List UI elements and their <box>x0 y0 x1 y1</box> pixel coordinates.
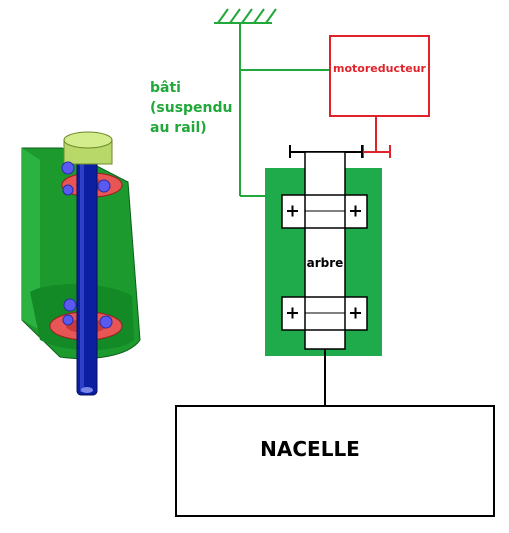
motor-coupling <box>362 116 391 158</box>
hatch-4 <box>253 8 265 24</box>
ball-3 <box>62 184 74 196</box>
hatch-2 <box>229 8 241 24</box>
shaft-3d-highlight <box>80 152 84 392</box>
frame-schematic <box>214 8 330 197</box>
hatch-5 <box>265 8 277 24</box>
3d-assembly-illustration <box>21 131 141 396</box>
gondola-label: NACELLE <box>260 437 360 461</box>
shaft-label: arbre <box>307 256 344 270</box>
frame-label-line2: (suspendu <box>150 100 233 116</box>
hatch-1 <box>217 8 229 24</box>
ball-4 <box>63 298 77 312</box>
ball-1 <box>61 161 75 175</box>
ball-6 <box>62 314 74 326</box>
top-collar-face <box>63 131 113 149</box>
frame-label-line1: bâti <box>150 80 181 96</box>
motor-box <box>329 35 430 117</box>
hatch-3 <box>241 8 253 24</box>
ball-2 <box>97 179 111 193</box>
upper-bearing <box>281 194 368 229</box>
ball-5 <box>99 315 113 329</box>
housing-3d-side-shade <box>22 148 40 330</box>
frame-label-line3: au rail) <box>150 120 207 136</box>
motor-label: motoreducteur <box>333 62 426 75</box>
gondola-box <box>175 405 495 517</box>
lower-bearing <box>281 296 368 331</box>
shaft-end-hole <box>81 387 93 393</box>
